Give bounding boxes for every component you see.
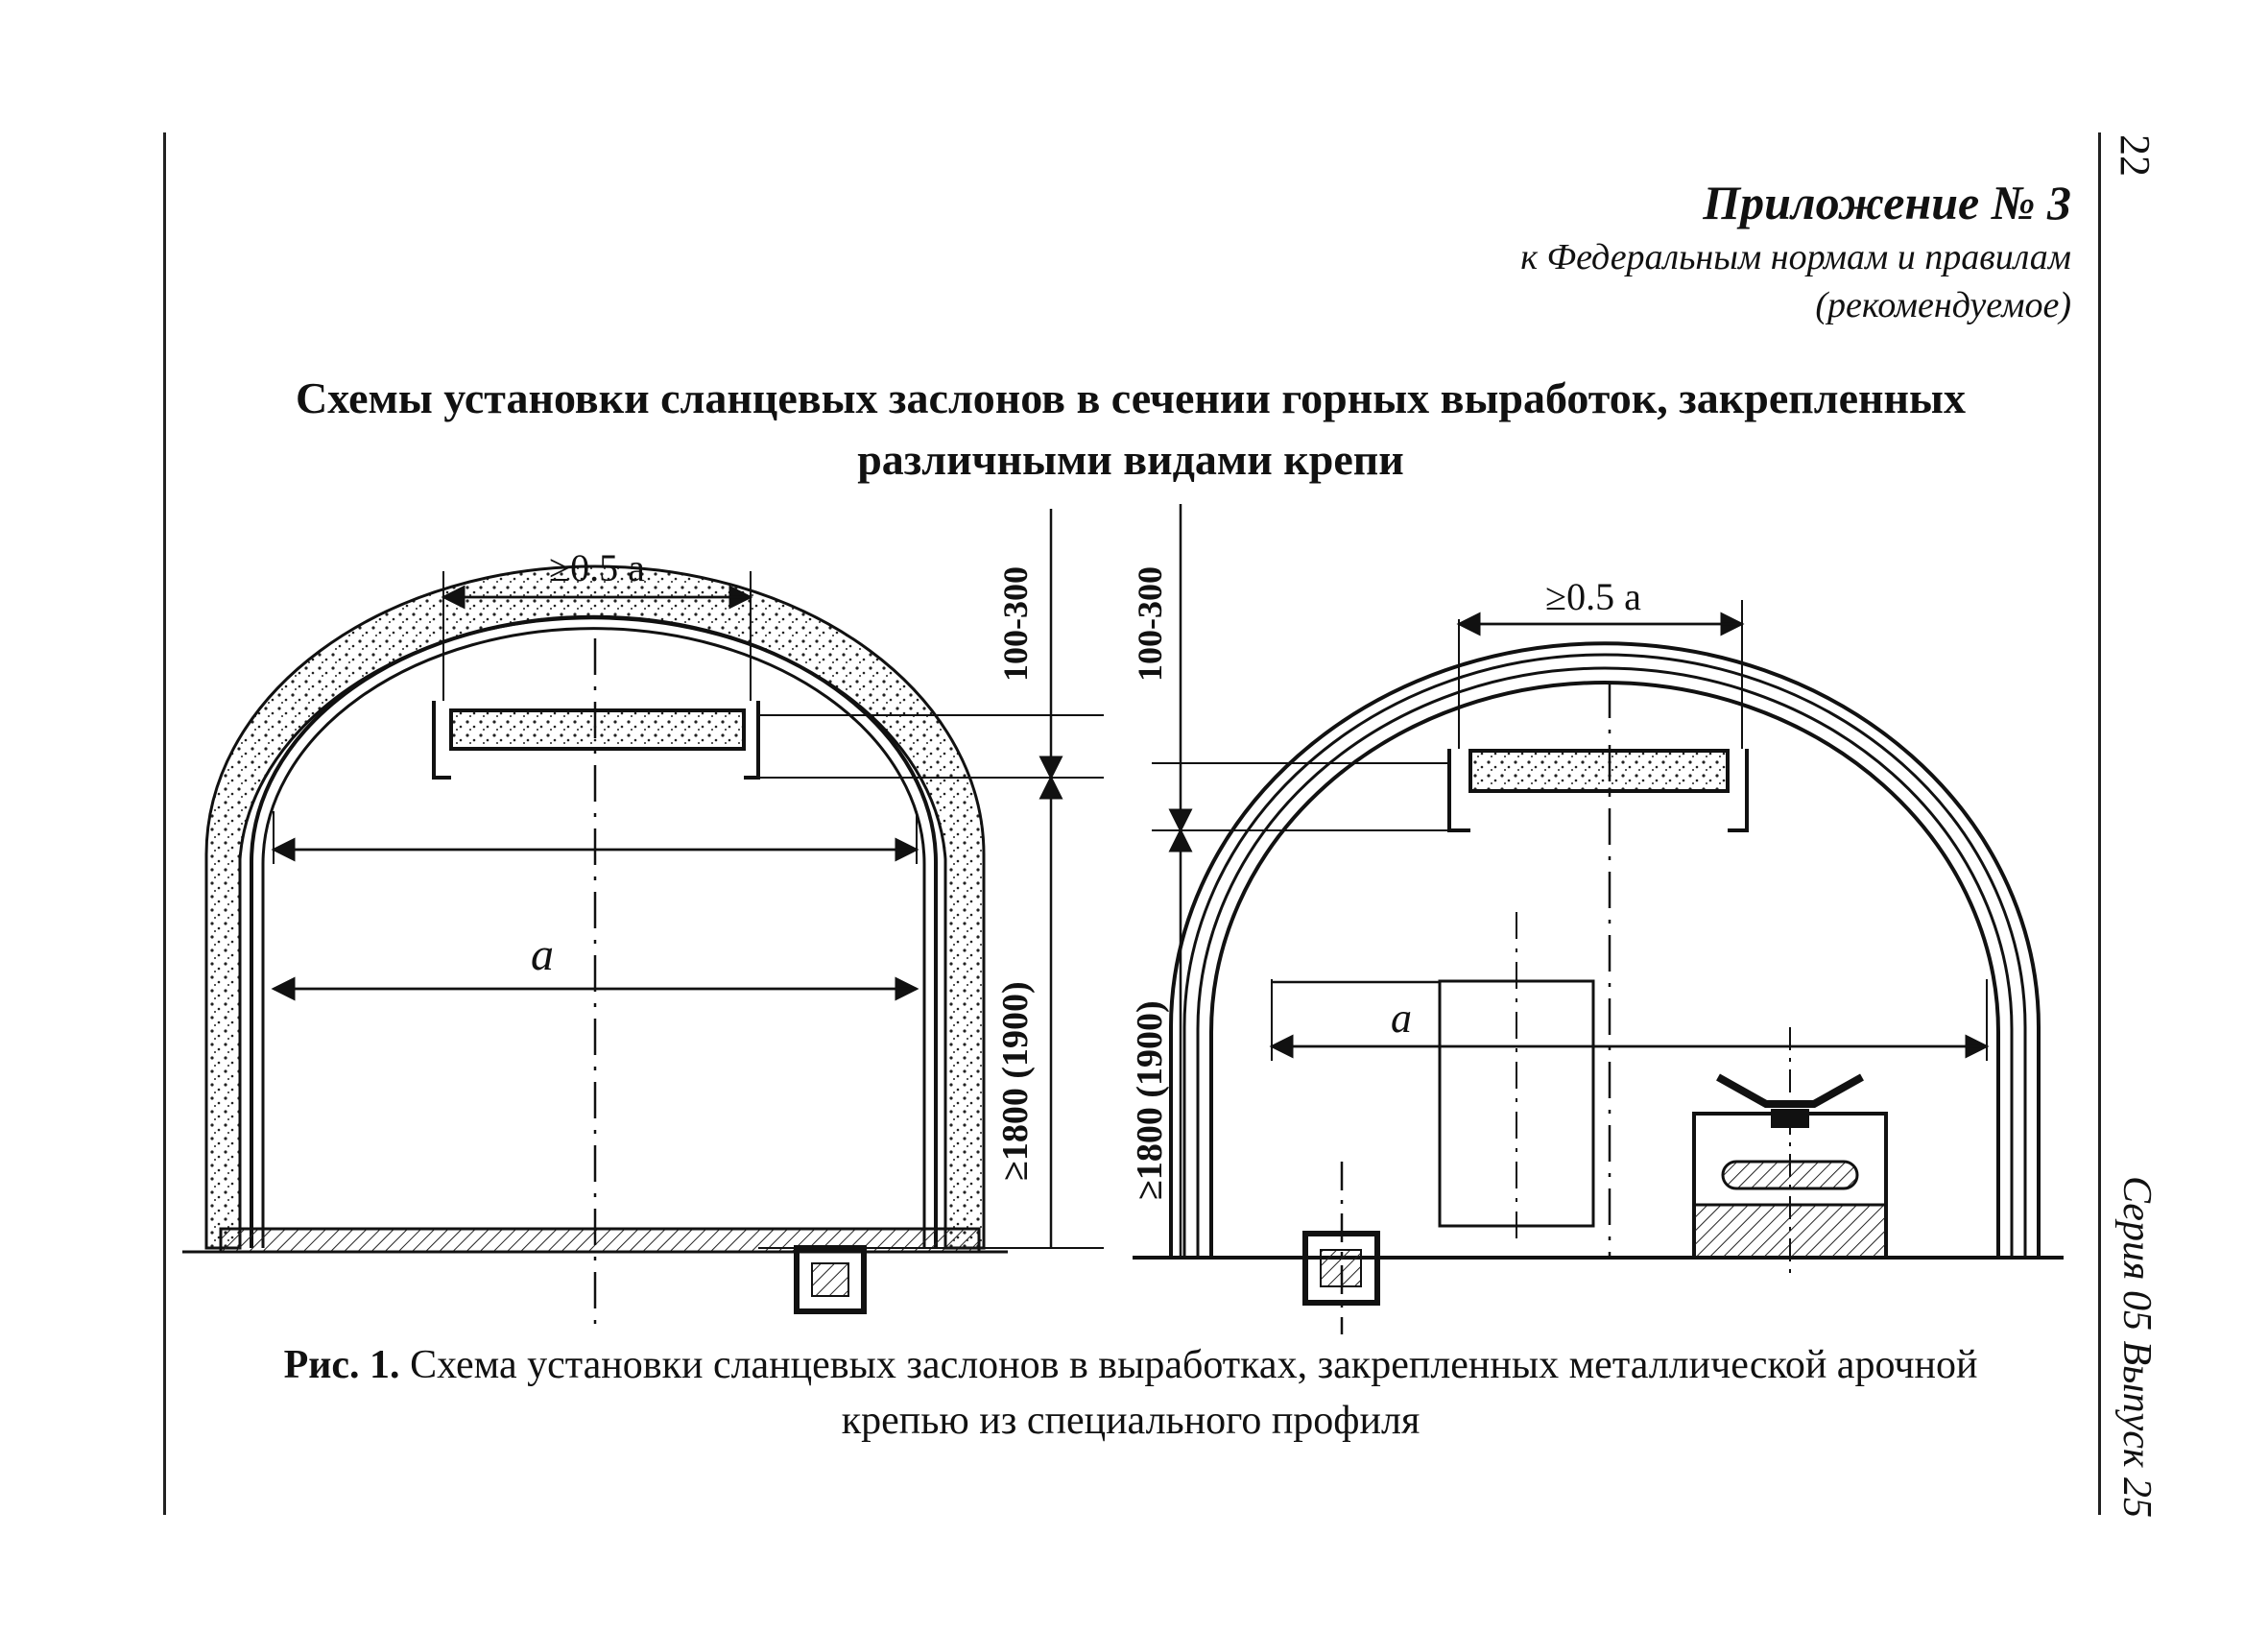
figure-caption-text: Схема установки сланцевых заслонов в выр… [410,1343,1978,1387]
appendix-title: Приложение № 3 [1703,176,2071,229]
series-label: Серия 05 Выпуск 25 [2114,1176,2159,1518]
right-barrier-height-label: ≥1800 (1900) [1130,1000,1170,1200]
appendix-subtitle: к Федеральным нормам и правилам [1520,237,2071,277]
right-section-width-label: a [1391,995,1412,1042]
left-barrier-height-label: ≥1800 (1900) [995,981,1036,1181]
page-title-line-2: различными видами крепи [857,435,1404,484]
appendix-status: (рекомендуемое) [1815,285,2071,325]
right-margin-rule [2098,132,2101,1515]
left-barrier-width-label: ≥0.5 a [549,546,645,589]
left-steel-arch [250,614,938,1248]
figure-label: Рис. 1. [283,1343,400,1387]
right-barrier-width-label: ≥0.5 a [1545,575,1641,618]
left-crown-gap-label: 100-300 [996,566,1035,682]
right-barrier-shelf [1447,749,1749,832]
page-number: 22 [2112,134,2159,177]
left-margin-rule [163,132,166,1515]
tunnel-cross-section-figure: ≥0.5 a a 100-300 ≥1800 (1900) [182,504,2064,1334]
figure-caption-line-1: Рис. 1. Схема установки сланцевых заслон… [163,1342,2098,1388]
left-tunnel-section: ≥0.5 a a 100-300 ≥1800 (1900) [182,509,1104,1325]
right-tunnel-section: ≥0.5 a a 100-300 ≥1800 (1900) [1130,504,2064,1334]
right-crown-gap-label: 100-300 [1131,566,1169,682]
figure-caption-line-2: крепью из специального профиля [841,1399,1420,1443]
right-conveyor [1692,1027,1888,1277]
page-title-line-1: Схемы установки сланцевых заслонов в сеч… [296,373,1966,422]
left-section-width-label: a [531,929,554,980]
right-steel-arch [1169,641,2041,1258]
